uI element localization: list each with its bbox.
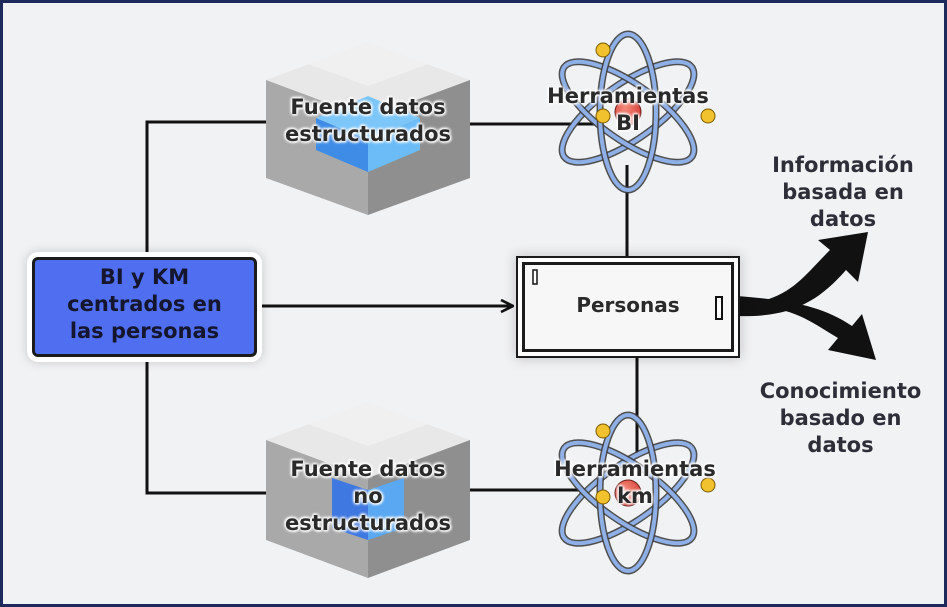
structured-source-cube <box>266 42 470 215</box>
connector-center-structured <box>145 120 282 257</box>
center-node-box <box>32 257 257 357</box>
connector-center-unstructured <box>145 360 282 495</box>
center-node-label: BI y KM centrados en las personas <box>67 265 222 343</box>
personas-node-label: Personas <box>576 293 680 317</box>
km-tools-atom-icon <box>558 411 716 575</box>
personas-node-box <box>522 262 734 352</box>
bi-tools-label: Herramientas BI <box>547 84 709 135</box>
unstructured-source-cube <box>266 402 470 578</box>
knowledge-output-label: Conocimiento basado en datos <box>759 379 922 457</box>
split-output-arrow <box>736 232 876 360</box>
info-output-label: Información basada en datos <box>772 153 914 231</box>
unstructured-source-label: Fuente datos no estructurados <box>284 457 451 535</box>
km-tools-label: Herramientas km <box>554 457 716 508</box>
structured-source-label: Fuente datos estructurados <box>284 95 451 146</box>
bi-tools-atom-icon <box>558 30 716 194</box>
